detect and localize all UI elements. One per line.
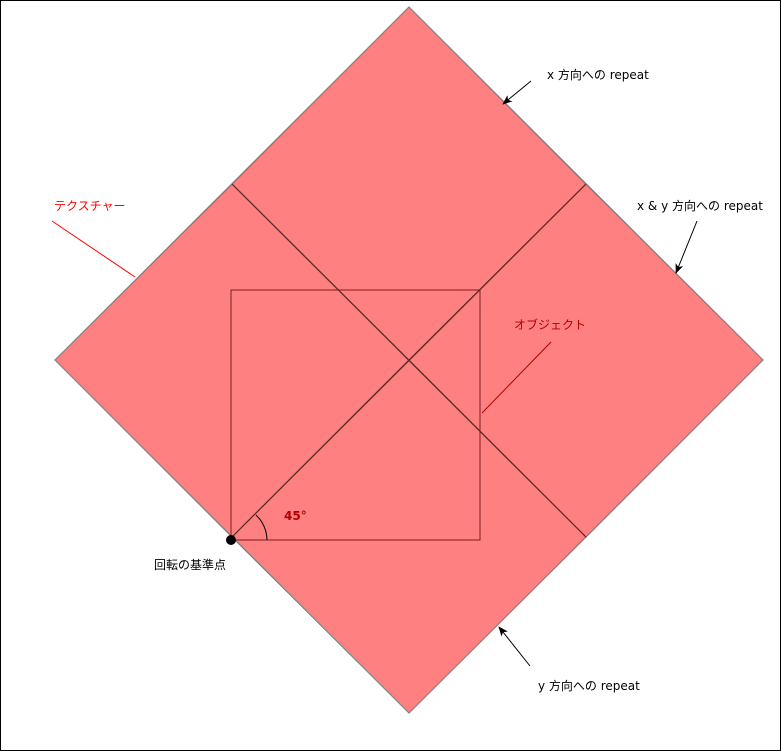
- tile-divider-b: [231, 183, 587, 538]
- texture-tiles: [54, 6, 764, 714]
- pivot-label: 回転の基準点: [154, 557, 226, 572]
- texture-outline: [54, 6, 764, 714]
- y-repeat-label: y 方向への repeat: [538, 678, 640, 693]
- texture-label: テクスチャー: [54, 199, 126, 213]
- angle-arc: [255, 514, 268, 541]
- xy-repeat-label: x & y 方向への repeat: [637, 198, 763, 213]
- object-leader-line: [481, 341, 552, 414]
- pivot-point: [226, 535, 236, 545]
- x-repeat-label: x 方向への repeat: [547, 67, 649, 82]
- y-repeat-arrow: [498, 626, 531, 667]
- object-label: オブジェクト: [514, 317, 586, 332]
- angle-label: 45°: [284, 509, 307, 523]
- texture-leader-line: [51, 220, 136, 278]
- x-repeat-arrow: [502, 80, 532, 105]
- object-rectangle: [230, 289, 481, 541]
- xy-repeat-arrow: [675, 220, 698, 274]
